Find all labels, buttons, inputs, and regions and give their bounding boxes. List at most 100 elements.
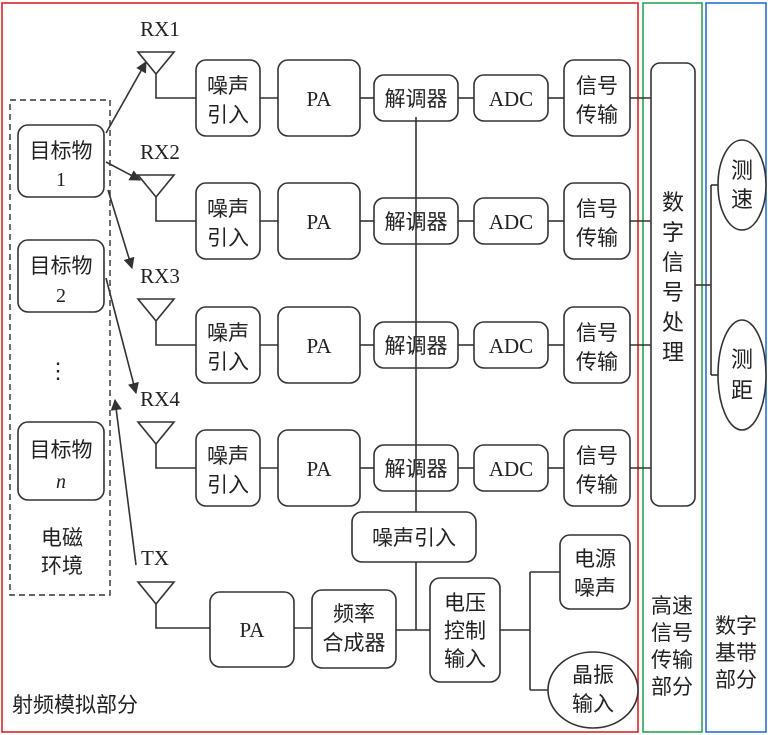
voltage-control-label-1: 电压: [444, 591, 486, 615]
rx1-sigtx-label-1: 信号: [576, 74, 618, 98]
rx3-noise-label-2: 引入: [207, 350, 249, 374]
rx4-sigtx-label-1: 信号: [576, 444, 618, 468]
crystal-input-label-2: 输入: [572, 692, 614, 716]
arrow-target2-rx4: [105, 277, 139, 395]
dsp-char-2: 字: [662, 221, 684, 246]
rx1-antenna-label: RX1: [140, 17, 180, 41]
rf-section-frame: [1, 2, 639, 733]
dsp-block: 数 字 信 号 处 理: [650, 62, 696, 507]
tx-pa-label: PA: [240, 618, 266, 642]
dsp-char-1: 数: [662, 191, 684, 216]
rx3-antenna-label: RX3: [140, 264, 180, 288]
rx3-antenna: [136, 298, 196, 346]
rx1-pa-block: PA: [277, 59, 361, 137]
rx4-antenna: [136, 421, 196, 469]
range-output: 测 距: [717, 319, 767, 431]
tx-noise-label: 噪声引入: [372, 526, 456, 550]
tx-antenna: [136, 581, 210, 629]
tx-antenna-label: TX: [141, 546, 169, 570]
rx1-demod-label: 解调器: [385, 87, 448, 111]
voltage-control-block: 电压 控制 输入: [429, 577, 501, 683]
voltage-control-label-3: 输入: [444, 647, 486, 671]
tx-noise-block: 噪声引入: [351, 511, 477, 563]
dsp-char-6: 理: [662, 341, 684, 366]
rx2-pa-block: PA: [277, 182, 361, 260]
rx3-noise-label-1: 噪声: [207, 321, 249, 345]
rx4-sigtx-label-2: 传输: [576, 473, 618, 497]
speed-output-label-2: 速: [731, 188, 753, 213]
target-1-name: 目标物: [30, 139, 93, 163]
target-1: 目标物 1: [17, 124, 105, 198]
rx3-pa-label: PA: [307, 334, 333, 358]
voltage-control-label-2: 控制: [444, 619, 486, 643]
freq-synth-label-2: 合成器: [323, 631, 386, 655]
target-n-index: n: [56, 471, 66, 493]
rf-section-label: 射频模拟部分: [12, 693, 138, 717]
rx1-antenna: [136, 51, 196, 99]
arrow-target1-rx1: [105, 61, 147, 134]
rx3-sigtx-label-1: 信号: [576, 321, 618, 345]
power-noise-label-1: 电源: [574, 547, 616, 571]
power-noise-label-2: 噪声: [574, 576, 616, 600]
crystal-input-label-1: 晶振: [572, 663, 614, 687]
dsp-char-3: 信: [662, 251, 684, 276]
rx4-noise-block: 噪声引入: [195, 429, 261, 507]
rx4-pa-label: PA: [307, 457, 333, 481]
rx2-noise-label-2: 引入: [207, 226, 249, 250]
rx2-pa-label: PA: [307, 210, 333, 234]
speed-output: 测 速: [717, 139, 767, 231]
arrow-target1-rx2: [105, 161, 141, 181]
rx1-adc-block: ADC: [473, 74, 549, 122]
rx4-pa-block: PA: [277, 429, 361, 507]
rx4-noise-label-2: 引入: [207, 473, 249, 497]
rx2-noise-label-1: 噪声: [207, 197, 249, 221]
power-noise-block: 电源 噪声: [559, 534, 631, 610]
freq-synth-block: 频率 合成器: [311, 589, 397, 669]
rx2-sigtx-label-1: 信号: [576, 197, 618, 221]
rx2-sigtx-label-2: 传输: [576, 226, 618, 250]
environment-frame: [9, 99, 111, 596]
range-output-label-2: 距: [731, 379, 753, 404]
freq-synth-label-1: 频率: [333, 602, 375, 626]
rx4-adc-label: ADC: [489, 457, 533, 481]
db-section-label-2: 基带: [715, 641, 757, 665]
rx3-adc-label: ADC: [489, 334, 533, 358]
db-section-label-3: 部分: [715, 668, 757, 692]
rx1-adc-label: ADC: [489, 87, 533, 111]
rx2-adc-block: ADC: [473, 197, 549, 245]
hs-section-label-3: 传输: [651, 648, 693, 672]
hs-section-frame: [642, 2, 703, 733]
rx2-adc-label: ADC: [489, 210, 533, 234]
speed-output-label-1: 测: [731, 159, 753, 184]
target-2-name: 目标物: [30, 254, 93, 278]
hs-section-label-1: 高速: [651, 594, 693, 618]
rx4-noise-label-1: 噪声: [207, 444, 249, 468]
hs-section-label-2: 信号: [651, 621, 693, 645]
rx1-noise-label-2: 引入: [207, 103, 249, 127]
rx3-sigtx-label-2: 传输: [576, 350, 618, 374]
hs-section-label-4: 部分: [651, 675, 693, 699]
tx-pa-block: PA: [209, 591, 295, 668]
arrow-target1-rx3: [107, 189, 135, 270]
arrow-tx-targetn: [110, 398, 137, 566]
target-ellipsis: ⋮: [47, 358, 69, 383]
rx1-sigtx-label-2: 传输: [576, 103, 618, 127]
rx3-pa-block: PA: [277, 306, 361, 384]
environment-label-1: 电磁: [41, 526, 83, 550]
target-n: 目标物 n: [17, 421, 105, 501]
target-2-index: 2: [56, 285, 66, 307]
range-output-label-1: 测: [731, 348, 753, 373]
dsp-char-4: 号: [662, 281, 684, 306]
rx1-pa-label: PA: [307, 87, 333, 111]
environment-label-2: 环境: [41, 554, 83, 578]
crystal-input-block: 晶振 输入: [547, 651, 639, 729]
target-1-index: 1: [56, 169, 66, 191]
